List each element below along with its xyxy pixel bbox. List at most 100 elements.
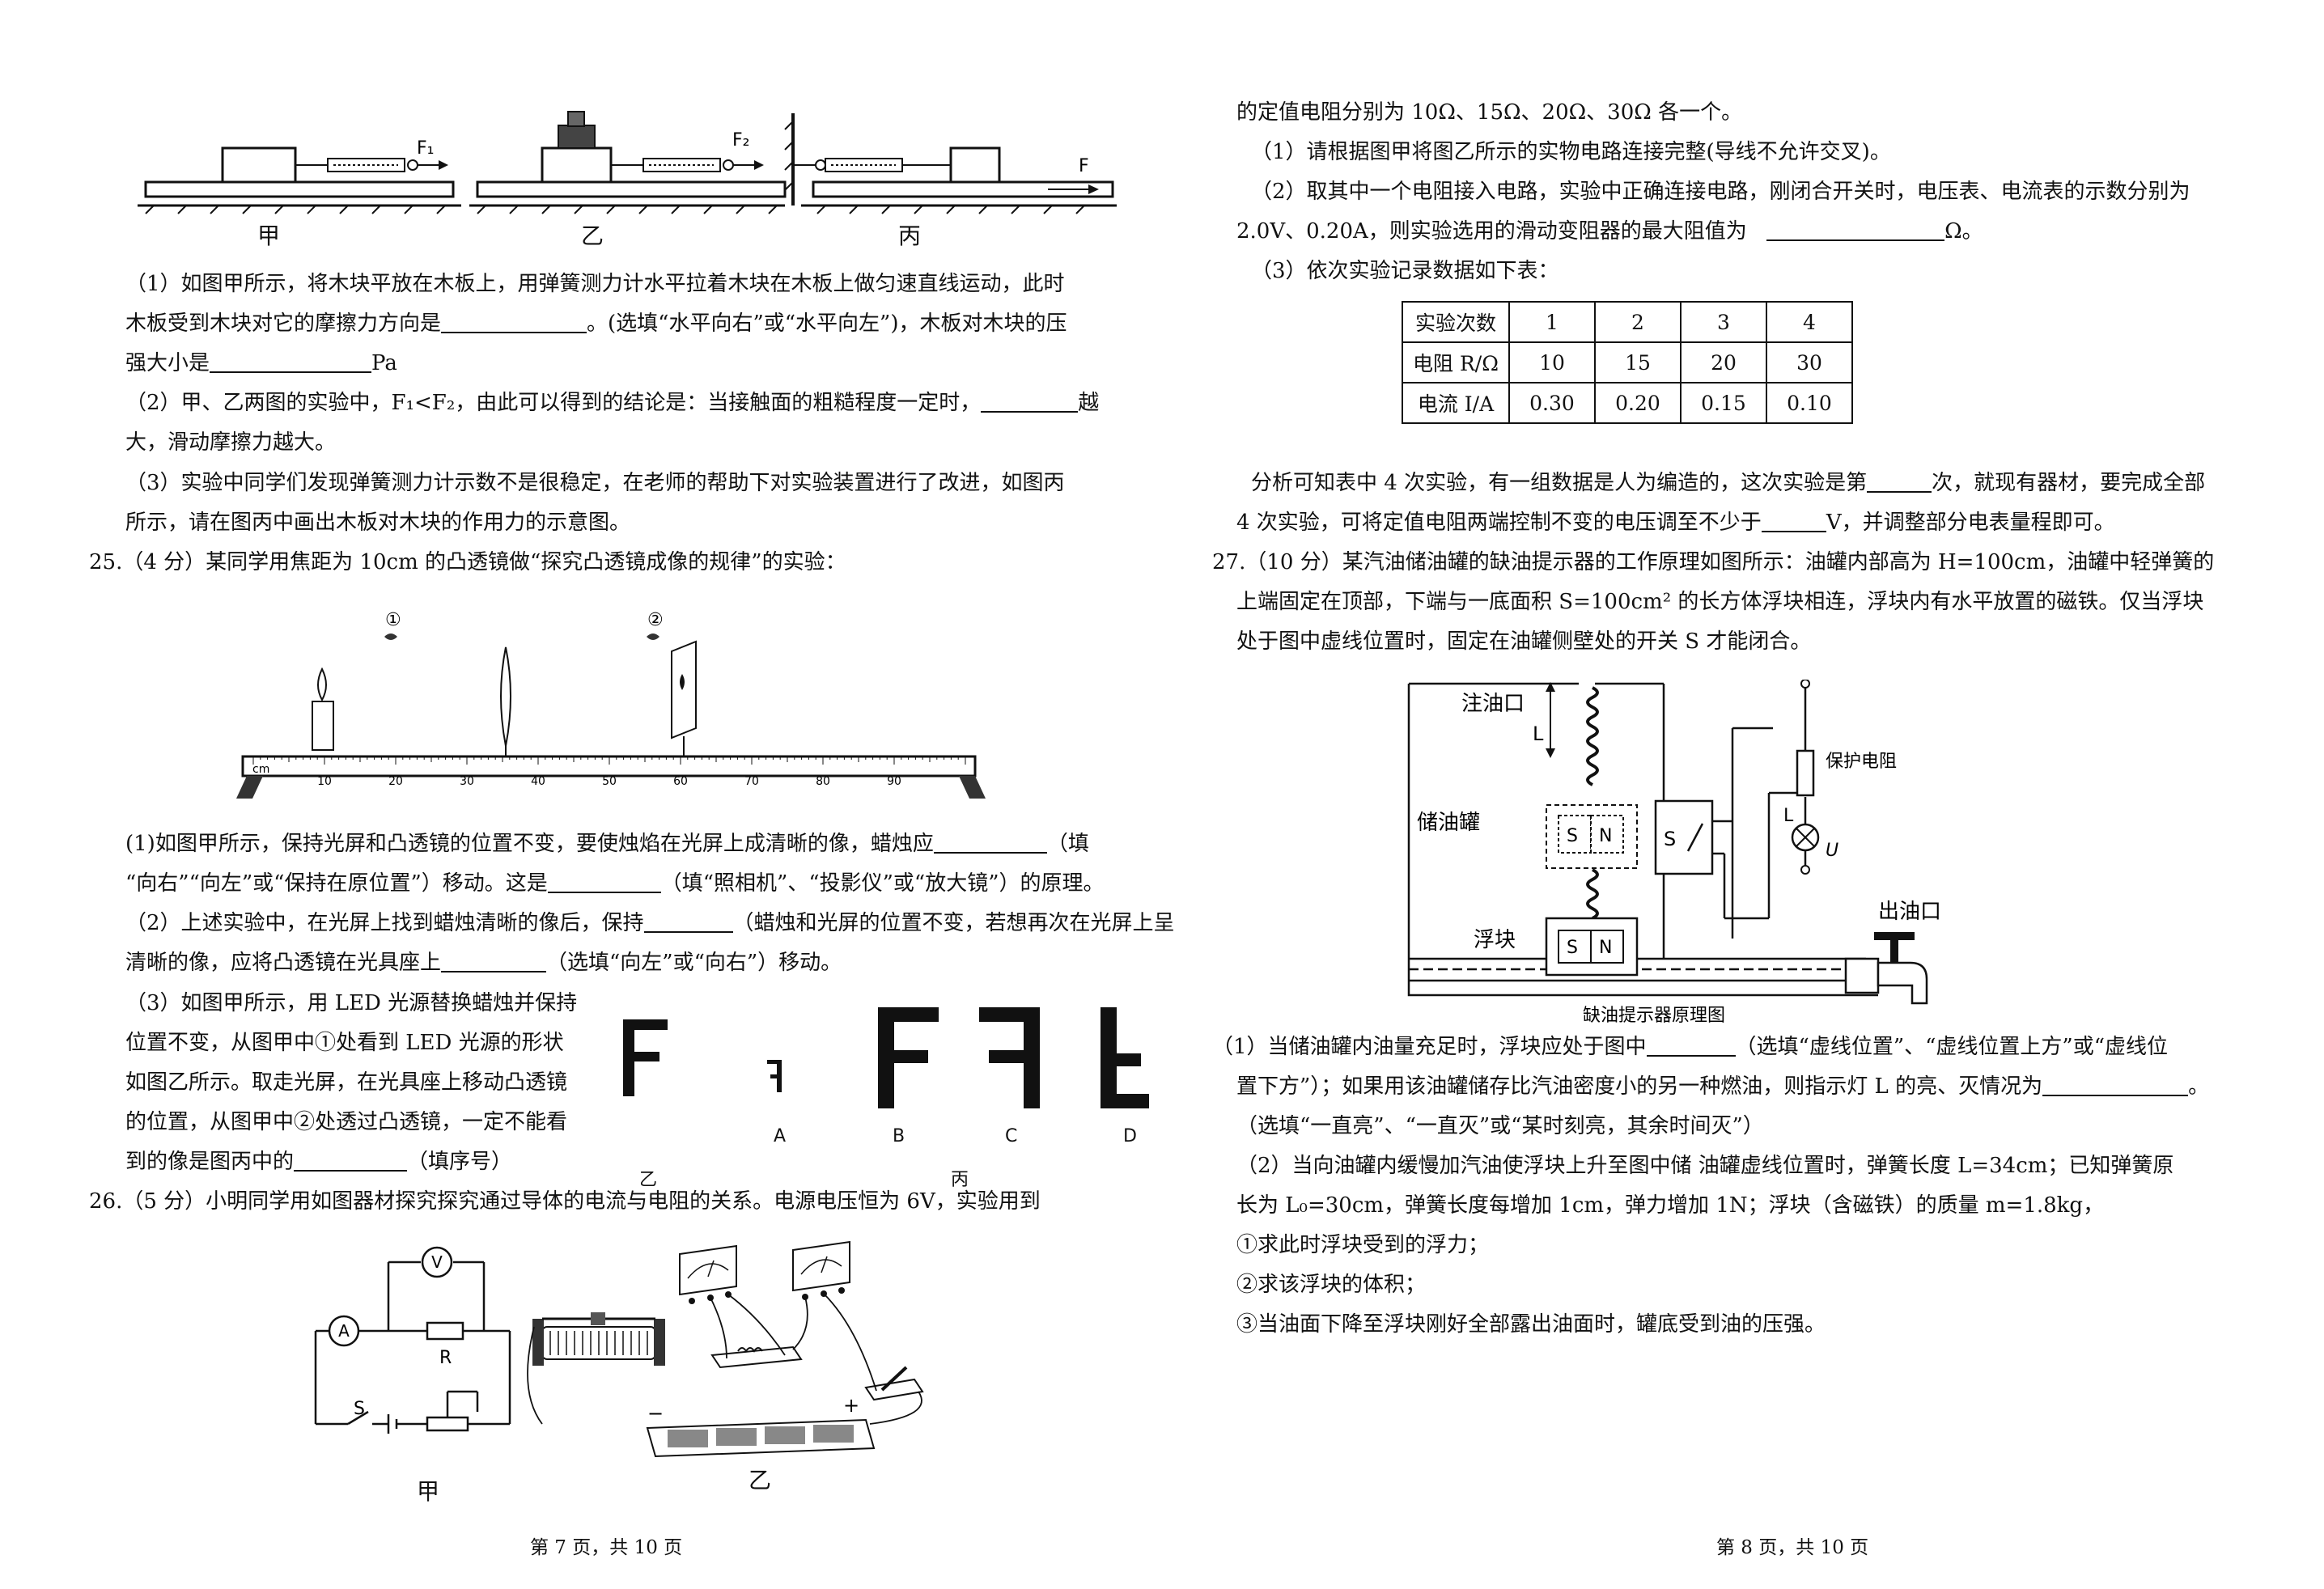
fig-label-yi: 乙 — [581, 222, 604, 249]
force-label-f2: F₂ — [732, 130, 749, 150]
q24-p2-line2: 大，滑动摩擦力越大。 — [125, 430, 337, 455]
float-label: 浮块 — [1474, 928, 1516, 952]
magnet-s-label: S — [1567, 826, 1578, 846]
answer-blank[interactable] — [1766, 218, 1945, 241]
q26-cont-line6: 分析可知表中 4 次实验，有一组数据是人为编造的，这次实验是第次，就现有器材，要… — [1251, 470, 2206, 495]
tick-label: 40 — [531, 775, 545, 788]
bench-tick-labels: 10 20 30 40 50 60 70 80 90 — [317, 775, 901, 788]
float-magnet-s-label: S — [1567, 938, 1578, 958]
switch-device — [864, 1366, 924, 1401]
q24-p1-line2: 木板受到木块对它的摩擦力方向是。(选填“水平向右”或“水平向左”)，木板对木块的… — [125, 311, 1067, 336]
tank-label: 储油罐 — [1417, 811, 1480, 835]
q25-p1-line1: (1)如图甲所示，保持光屏和凸透镜的位置不变，要使烛焰在光屏上成清晰的像，蜡烛应… — [125, 831, 1089, 856]
q25-title: 25.（4 分）某同学用焦距为 10cm 的凸透镜做“探究凸透镜成像的规律”的实… — [89, 550, 846, 574]
physical-circuit: − + — [527, 1240, 924, 1458]
page-right: 的定值电阻分别为 10Ω、15Ω、20Ω、30Ω 各一个。 （1）请根据图甲将图… — [1162, 0, 2324, 1589]
oil-tank-diagram: 注油口 储油罐 L S N S N 浮块 S — [1407, 680, 1941, 1026]
table-cell: 实验次数 — [1402, 301, 1510, 343]
table-cell: 0.20 — [1594, 382, 1682, 424]
data-table: 实验次数 1 2 3 4 电阻 R/Ω 10 15 20 30 电流 I/A 0… — [1402, 301, 1853, 424]
q27-sub2: ②求该浮块的体积； — [1236, 1273, 1427, 1297]
option-d-label: D — [1123, 1126, 1137, 1146]
tick-label: 10 — [317, 775, 332, 788]
answer-blank[interactable] — [547, 871, 661, 893]
q27-title: 27.（10 分）某汽油储油罐的缺油提示器的工作原理如图所示：油罐内部高为 H=… — [1212, 550, 2215, 574]
switch-s-label: S — [1664, 828, 1676, 850]
fig-label-yi: 乙 — [639, 1170, 658, 1190]
table-row: 电流 I/A 0.30 0.20 0.15 0.10 — [1402, 382, 1853, 424]
tick-label: 60 — [673, 775, 688, 788]
tick-label: 90 — [887, 775, 901, 788]
magnet-n-label: N — [1599, 826, 1612, 846]
q25-p3-line5: 到的像是图丙中的（填序号） — [125, 1149, 513, 1174]
diagram-caption: 缺油提示器原理图 — [1583, 1006, 1725, 1026]
answer-blank[interactable] — [210, 350, 372, 373]
battery-minus-label: − — [647, 1402, 664, 1425]
light-screen — [671, 640, 697, 756]
answer-blank[interactable] — [441, 950, 547, 972]
q25-p2-line1: （2）上述实验中，在光屏上找到蜡烛清晰的像后，保持（蜡烛和光屏的位置不变，若想再… — [125, 910, 1175, 935]
answer-blank[interactable] — [933, 831, 1047, 854]
table-row: 电阻 R/Ω 10 15 20 30 — [1402, 341, 1853, 383]
q27-line3: 处于图中虚线位置时，固定在油罐侧壁处的开关 S 才能闭合。 — [1236, 629, 1812, 654]
fig-label-jia: 甲 — [417, 1478, 440, 1505]
q25-p3-line2: 位置不变，从图甲中①处看到 LED 光源的形状 — [125, 1031, 564, 1055]
answer-blank[interactable] — [981, 390, 1079, 413]
table-cell: 0.10 — [1766, 382, 1853, 424]
answer-blank[interactable] — [643, 910, 733, 933]
ammeter-symbol — [328, 1315, 360, 1347]
spring-lower — [1586, 868, 1599, 920]
page-left: F₁ F₂ — [89, 111, 1175, 1558]
q27-sub3: ③当油面下降至浮块刚好全部露出油面时，罐底受到油的压强。 — [1236, 1312, 1826, 1337]
fig-label-jia: 甲 — [257, 222, 281, 249]
q27-line2: 上端固定在顶部，下端与一底面积 S=100cm² 的长方体浮块相连，浮块内有水平… — [1236, 590, 2204, 614]
table-cell: 3 — [1680, 301, 1767, 343]
answer-blank[interactable] — [294, 1149, 408, 1172]
q27-p1-line1: （1）当储油罐内油量充足时，浮块应处于图中（选填“虚线位置”、“虚线位置上方”或… — [1212, 1034, 2169, 1059]
tick-label: 80 — [816, 775, 830, 788]
tick-label: 50 — [602, 775, 617, 788]
table-cell: 电阻 R/Ω — [1402, 341, 1510, 383]
option-c-label: C — [1005, 1126, 1018, 1146]
optical-bench: ① ② cm 10 20 30 40 50 60 7 — [236, 610, 986, 799]
protective-resistor — [1796, 749, 1815, 797]
answer-blank[interactable] — [1761, 510, 1826, 532]
circuit-schematic: V A R S — [314, 1246, 511, 1434]
float-magnet-n-label: N — [1599, 938, 1612, 958]
battery-box — [646, 1418, 876, 1458]
fig-yi: F₂ — [469, 111, 787, 214]
resistor-label: R — [439, 1348, 452, 1368]
q27-p2-line1: （2）当向油罐内缓慢加汽油使浮块上升至图中储 油罐虚线位置时，弹簧长度 L=34… — [1236, 1154, 2174, 1178]
faucet-icon — [1844, 932, 1928, 1005]
table-cell: 0.30 — [1508, 382, 1596, 424]
tick-label: 70 — [744, 775, 759, 788]
inlet-label: 注油口 — [1461, 692, 1525, 716]
fig-label-bing: 丙 — [898, 222, 922, 249]
friction-figures: F₁ F₂ — [138, 111, 1117, 214]
spring-upper — [1586, 686, 1599, 786]
battery-plus-label: + — [843, 1394, 859, 1417]
reed-switch — [1654, 799, 1714, 875]
q27-sub1: ①求此时浮块受到的浮力； — [1236, 1233, 1490, 1257]
answer-blank[interactable] — [2042, 1074, 2189, 1096]
table-cell: 4 — [1766, 301, 1853, 343]
bench-unit: cm — [252, 763, 269, 776]
q25-p3-line4: 的位置，从图甲中②处透过凸透镜，一定不能看 — [125, 1110, 568, 1134]
eye-icon — [647, 633, 659, 640]
q27-p1-line2: 置下方”）；如果用该油罐储存比汽油密度小的另一种燃油，则指示灯 L 的亮、灭情况… — [1236, 1074, 2210, 1099]
convex-lens — [500, 646, 511, 756]
table-cell: 0.15 — [1680, 382, 1767, 424]
tick-label: 20 — [388, 775, 403, 788]
answer-blank[interactable] — [441, 311, 587, 333]
resistor-label: 保护电阻 — [1826, 752, 1897, 772]
q24-p2-line1: （2）甲、乙两图的实验中，F₁<F₂，由此可以得到的结论是：当接触面的粗糙程度一… — [125, 390, 1100, 415]
eye-icon — [384, 633, 397, 640]
outlet-label: 出油口 — [1878, 900, 1941, 924]
voltmeter-device — [679, 1244, 737, 1304]
q27-p1-line3: （选填“一直亮”、“一直灭”或“某时刻亮，其余时间灭”） — [1236, 1114, 1764, 1138]
answer-blank[interactable] — [1646, 1034, 1736, 1057]
table-cell: 10 — [1508, 341, 1596, 383]
answer-blank[interactable] — [1867, 470, 1932, 493]
table-cell: 20 — [1680, 341, 1767, 383]
